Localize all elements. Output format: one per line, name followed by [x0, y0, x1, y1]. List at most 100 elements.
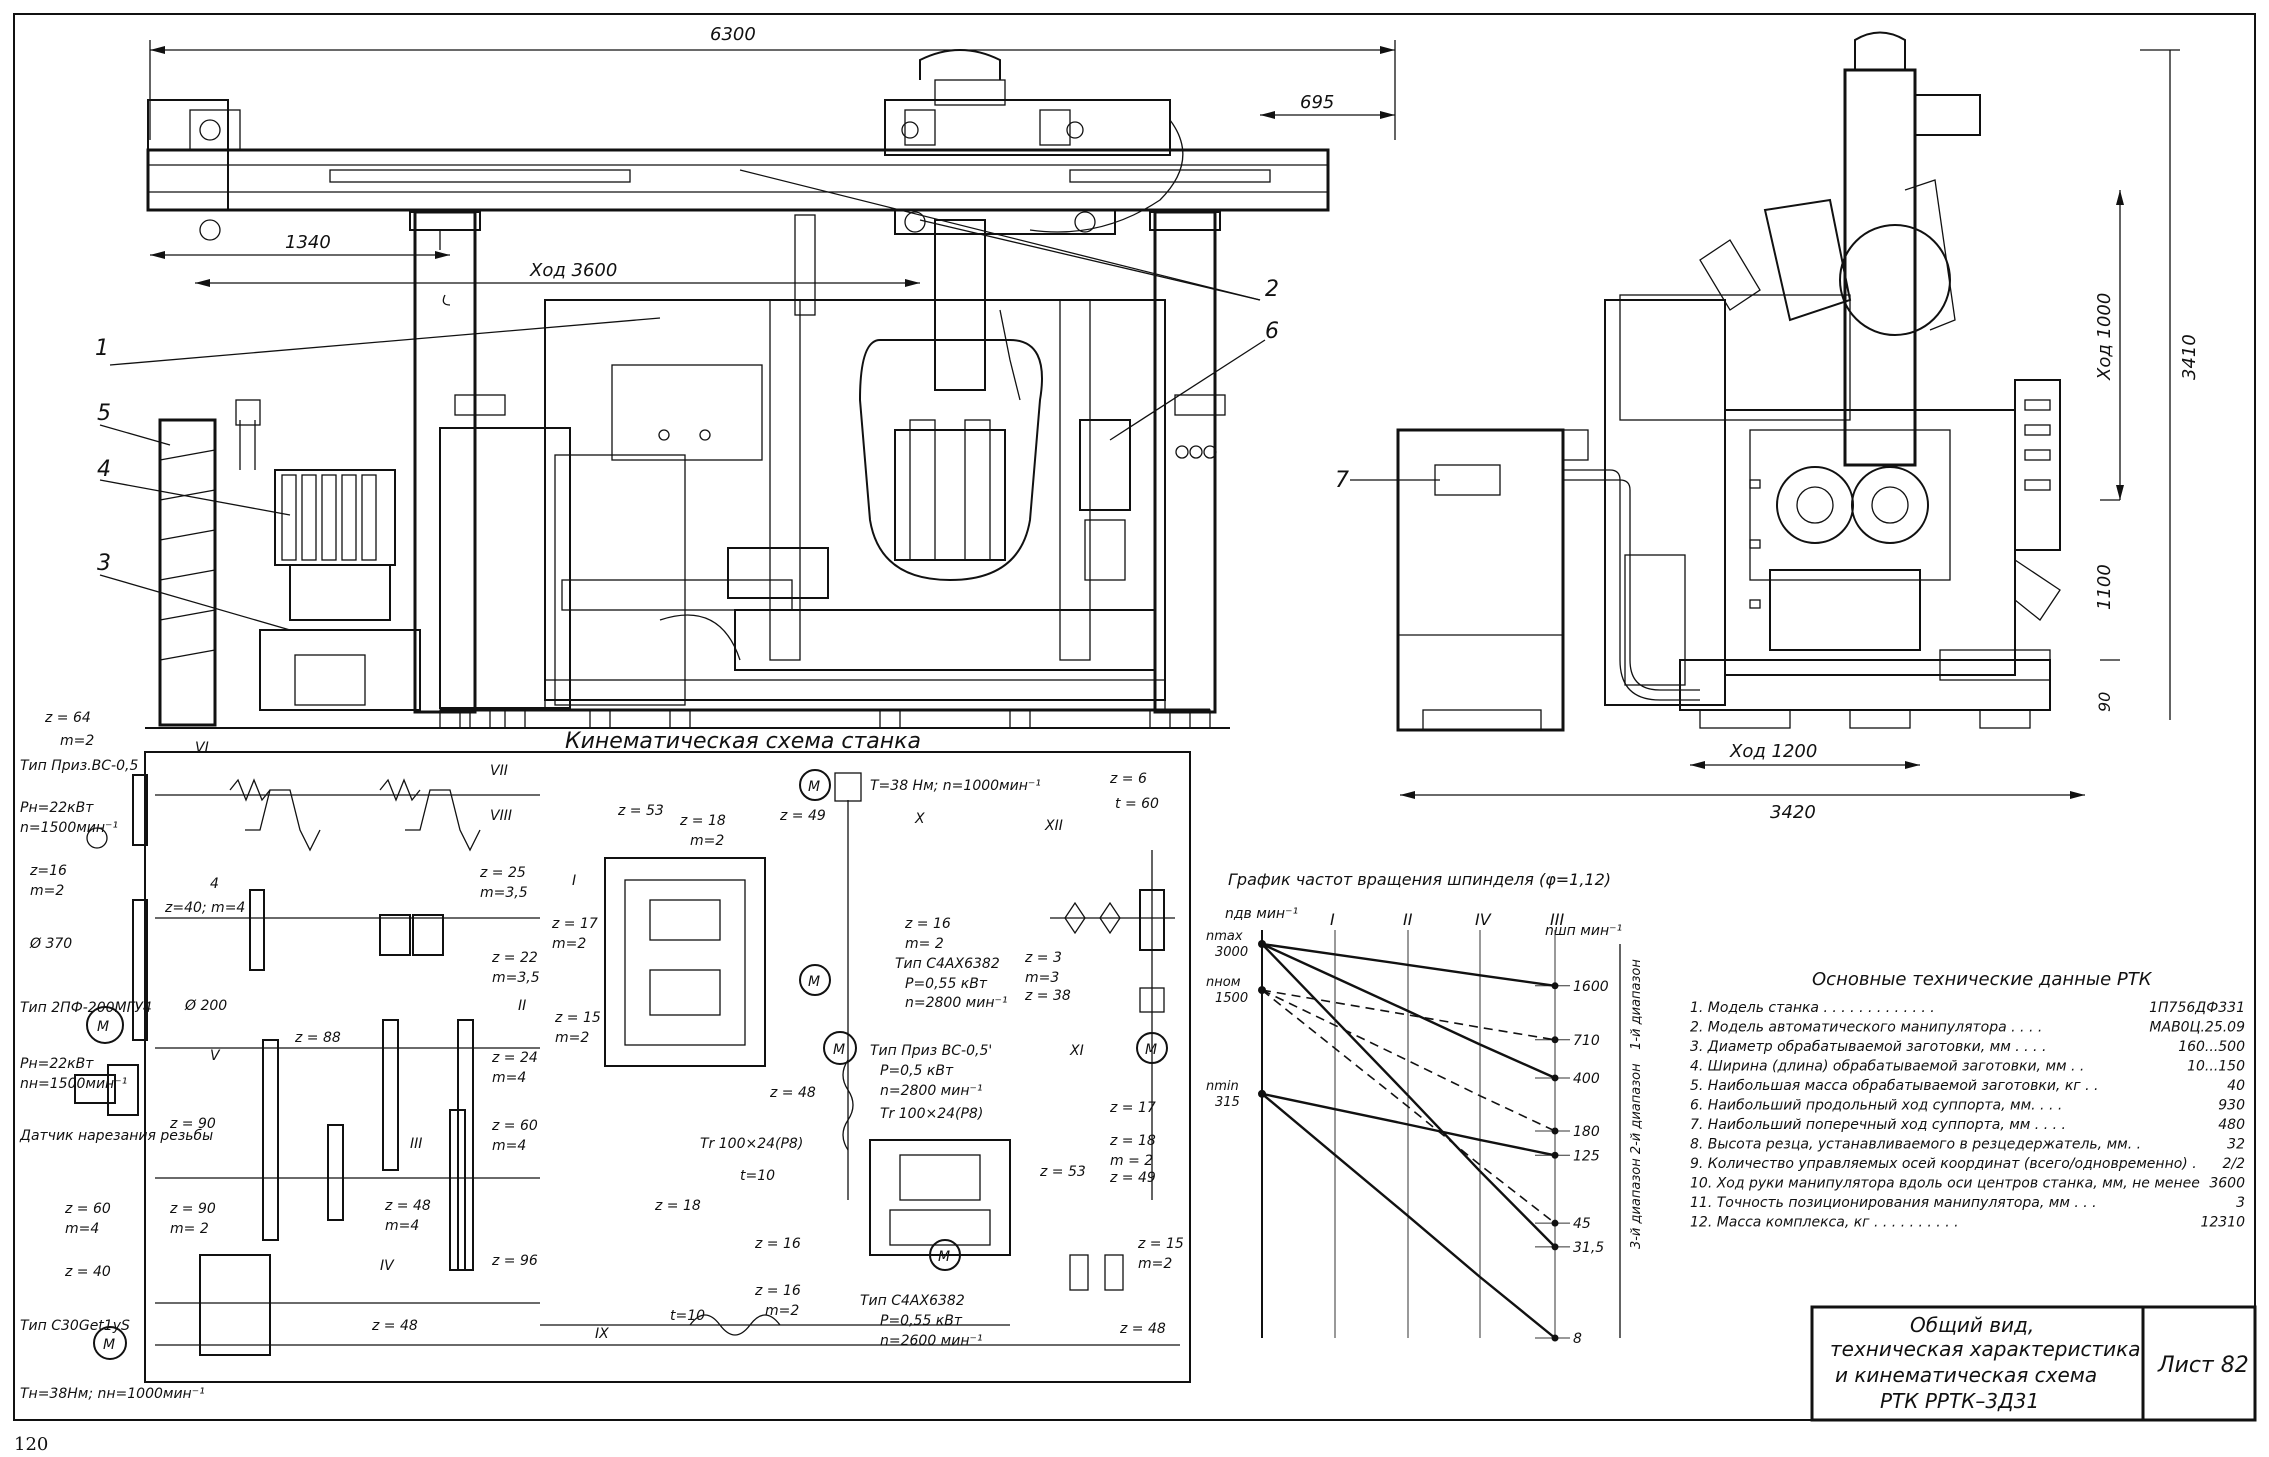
- lbl-shaft1: I: [572, 873, 576, 889]
- chart-motor-tick-label: nmax: [1206, 929, 1243, 944]
- kinematic-title: Кинематическая схема станка: [565, 729, 921, 754]
- chart-title: График частот вращения шпинделя (φ=1,12): [1228, 870, 1611, 889]
- chart-motor-tick-label: nном: [1206, 975, 1241, 990]
- lbl-motor-top-n: n=1500мин⁻¹: [20, 820, 118, 836]
- lbl-z48c: z = 48: [769, 1085, 816, 1101]
- kinematic-frame: [144, 751, 1191, 1383]
- chart-stage-label: IV: [1475, 910, 1492, 929]
- specs-row-label: 6. Наибольший продольный ход суппорта, м…: [1690, 1098, 2062, 1114]
- specs-row-label: 3. Диаметр обрабатываемой заготовки, мм …: [1690, 1039, 2046, 1055]
- specs-row-label: 11. Точность позиционирования манипулято…: [1690, 1195, 2097, 1211]
- lbl-m4a: m=4: [492, 1070, 526, 1086]
- lbl-m4d: m=4: [492, 1138, 526, 1154]
- lbl-shaft5: V: [210, 1048, 221, 1064]
- lbl-z6: z = 6: [1109, 771, 1147, 787]
- callout-6: 6: [1265, 319, 1279, 344]
- lbl-motor4-n: n=2800 мин⁻¹: [905, 995, 1008, 1011]
- lbl-z16b: z = 16: [754, 1236, 801, 1252]
- lbl-m35a: m=3,5: [480, 885, 528, 901]
- sheet-border: [13, 13, 2256, 1421]
- lbl-motor3: Тип С30Get1yS: [20, 1318, 130, 1334]
- lbl-screw2: Тr 100×24(Р8): [880, 1106, 983, 1122]
- dim-stroke-3600: Ход 3600: [529, 260, 617, 281]
- sheet-number: Лист 82: [2157, 1353, 2249, 1378]
- svg-text:M: M: [97, 1019, 109, 1035]
- lbl-shaft3: III: [410, 1136, 422, 1152]
- title-block: Общий вид, техническая характеристика и …: [1810, 1305, 2257, 1422]
- chart-spindle-tick-label: 710: [1573, 1033, 1600, 1049]
- lbl-motor2-p: Pн=22кВт: [20, 1056, 94, 1072]
- lbl-t10a: t=10: [740, 1168, 775, 1184]
- specs-row-label: 10. Ход руки манипулятора вдоль оси цент…: [1690, 1176, 2200, 1192]
- chart-stage-label: III: [1550, 910, 1564, 929]
- callout-1: 1: [95, 336, 109, 361]
- lbl-z53b: z = 53: [1039, 1164, 1086, 1180]
- chart-stage-label: I: [1330, 910, 1335, 929]
- chart-series-end-point: [1551, 1074, 1559, 1082]
- svg-text:M: M: [938, 1249, 950, 1265]
- lbl-z40m4: z=40; m=4: [164, 900, 245, 916]
- specs-row-value: 40: [2227, 1078, 2245, 1094]
- speed-chart: График частот вращения шпинделя (φ=1,12)…: [1206, 870, 1644, 1347]
- svg-text:M: M: [808, 974, 820, 990]
- lbl-m2f: m=2: [690, 833, 724, 849]
- chart-series-end-point: [1551, 1151, 1559, 1159]
- specs-row-label: 4. Ширина (длина) обрабатываемой заготов…: [1690, 1059, 2084, 1075]
- specs-row-label: 12. Масса комплекса, кг . . . . . . . . …: [1690, 1215, 1959, 1231]
- chart-range-label: 2-й диапазон: [1629, 1063, 1644, 1154]
- lbl-motor-top-p: Pн=22кВт: [20, 800, 94, 816]
- lbl-z18c: z = 18: [654, 1198, 701, 1214]
- specs-row-label: 5. Наибольшая масса обрабатываемой загот…: [1690, 1078, 2098, 1094]
- specs-row-value: 32: [2227, 1137, 2245, 1153]
- chart-series-line: [1261, 989, 1556, 1041]
- lbl-z53a: z = 53: [617, 803, 664, 819]
- lbl-m2c: m=2: [552, 936, 586, 952]
- lbl-z3: z = 3: [1024, 950, 1062, 966]
- lbl-phi370: Ø 370: [29, 936, 72, 952]
- lbl-sensor: Датчик нарезания резьбы: [19, 1128, 213, 1144]
- specs-row-value: МАВ0Ц.25.09: [2149, 1020, 2245, 1036]
- chart-motor-tick-value: 1500: [1215, 991, 1248, 1006]
- lbl-z48a: z = 48: [384, 1198, 431, 1214]
- lbl-z38: z = 38: [1024, 988, 1071, 1004]
- lbl-m2e: m= 2: [170, 1221, 209, 1237]
- lbl-m4b: m=4: [65, 1221, 99, 1237]
- lbl-m35b: m=3,5: [492, 970, 540, 986]
- specs-row-value: 1П756ДФ331: [2149, 1000, 2245, 1016]
- lbl-z25: z = 25: [479, 865, 526, 881]
- chart-series-line: [1261, 1092, 1556, 1157]
- lbl-z64: z = 64: [44, 710, 91, 726]
- specs-row-value: 480: [2218, 1117, 2245, 1133]
- lbl-motor6-p: P=0,55 кВт: [880, 1313, 963, 1329]
- lbl-z16a: z = 16: [904, 916, 951, 932]
- specs-row-label: 2. Модель автоматического манипулятора .…: [1690, 1020, 2042, 1036]
- dim-1340: 1340: [285, 232, 331, 253]
- chart-series-end-point: [1551, 1334, 1559, 1342]
- callout-3: 3: [97, 551, 111, 576]
- lbl-z16: z=16: [29, 863, 67, 879]
- lbl-m3: m=3: [1025, 970, 1059, 986]
- lbl-shaft6: VI: [195, 740, 209, 756]
- lbl-z90b: z = 90: [169, 1201, 216, 1217]
- lbl-motor5-n: n=2800 мин⁻¹: [880, 1083, 983, 1099]
- lbl-gear4: 4: [210, 876, 219, 892]
- kinematic-scheme: Кинематическая схема станка: [19, 710, 1191, 1402]
- chart-series-end-point: [1551, 1243, 1559, 1251]
- specs-row-label: 9. Количество управляемых осей координат…: [1690, 1156, 2197, 1172]
- lbl-motor-x: T=38 Нм; n=1000мин⁻¹: [870, 778, 1041, 794]
- callouts: 1 2 3 4 5 6 7: [95, 169, 1440, 631]
- lbl-motor2-n: nн=1500мин⁻¹: [20, 1076, 127, 1092]
- chart-motor-tick-value: 315: [1215, 1095, 1240, 1110]
- lbl-z49a: z = 49: [779, 808, 826, 824]
- side-view: 3410 Ход 1000 1100 90 Ход 1200 3420: [1396, 31, 2200, 823]
- lbl-z17b: z = 17: [1109, 1100, 1156, 1116]
- lbl-z22: z = 22: [491, 950, 538, 966]
- lbl-z60a: z = 60: [64, 1201, 111, 1217]
- lbl-motor5-p: P=0,5 кВт: [880, 1063, 954, 1079]
- specs-row-label: 1. Модель станка . . . . . . . . . . . .…: [1690, 1000, 1935, 1016]
- chart-spindle-tick-label: 400: [1573, 1071, 1600, 1087]
- lbl-motor4-p: P=0,55 кВт: [905, 976, 988, 992]
- lbl-z40b: z = 40: [64, 1264, 111, 1280]
- chart-motor-tick-label: nmin: [1206, 1079, 1239, 1094]
- lbl-m2i: m=2: [765, 1303, 799, 1319]
